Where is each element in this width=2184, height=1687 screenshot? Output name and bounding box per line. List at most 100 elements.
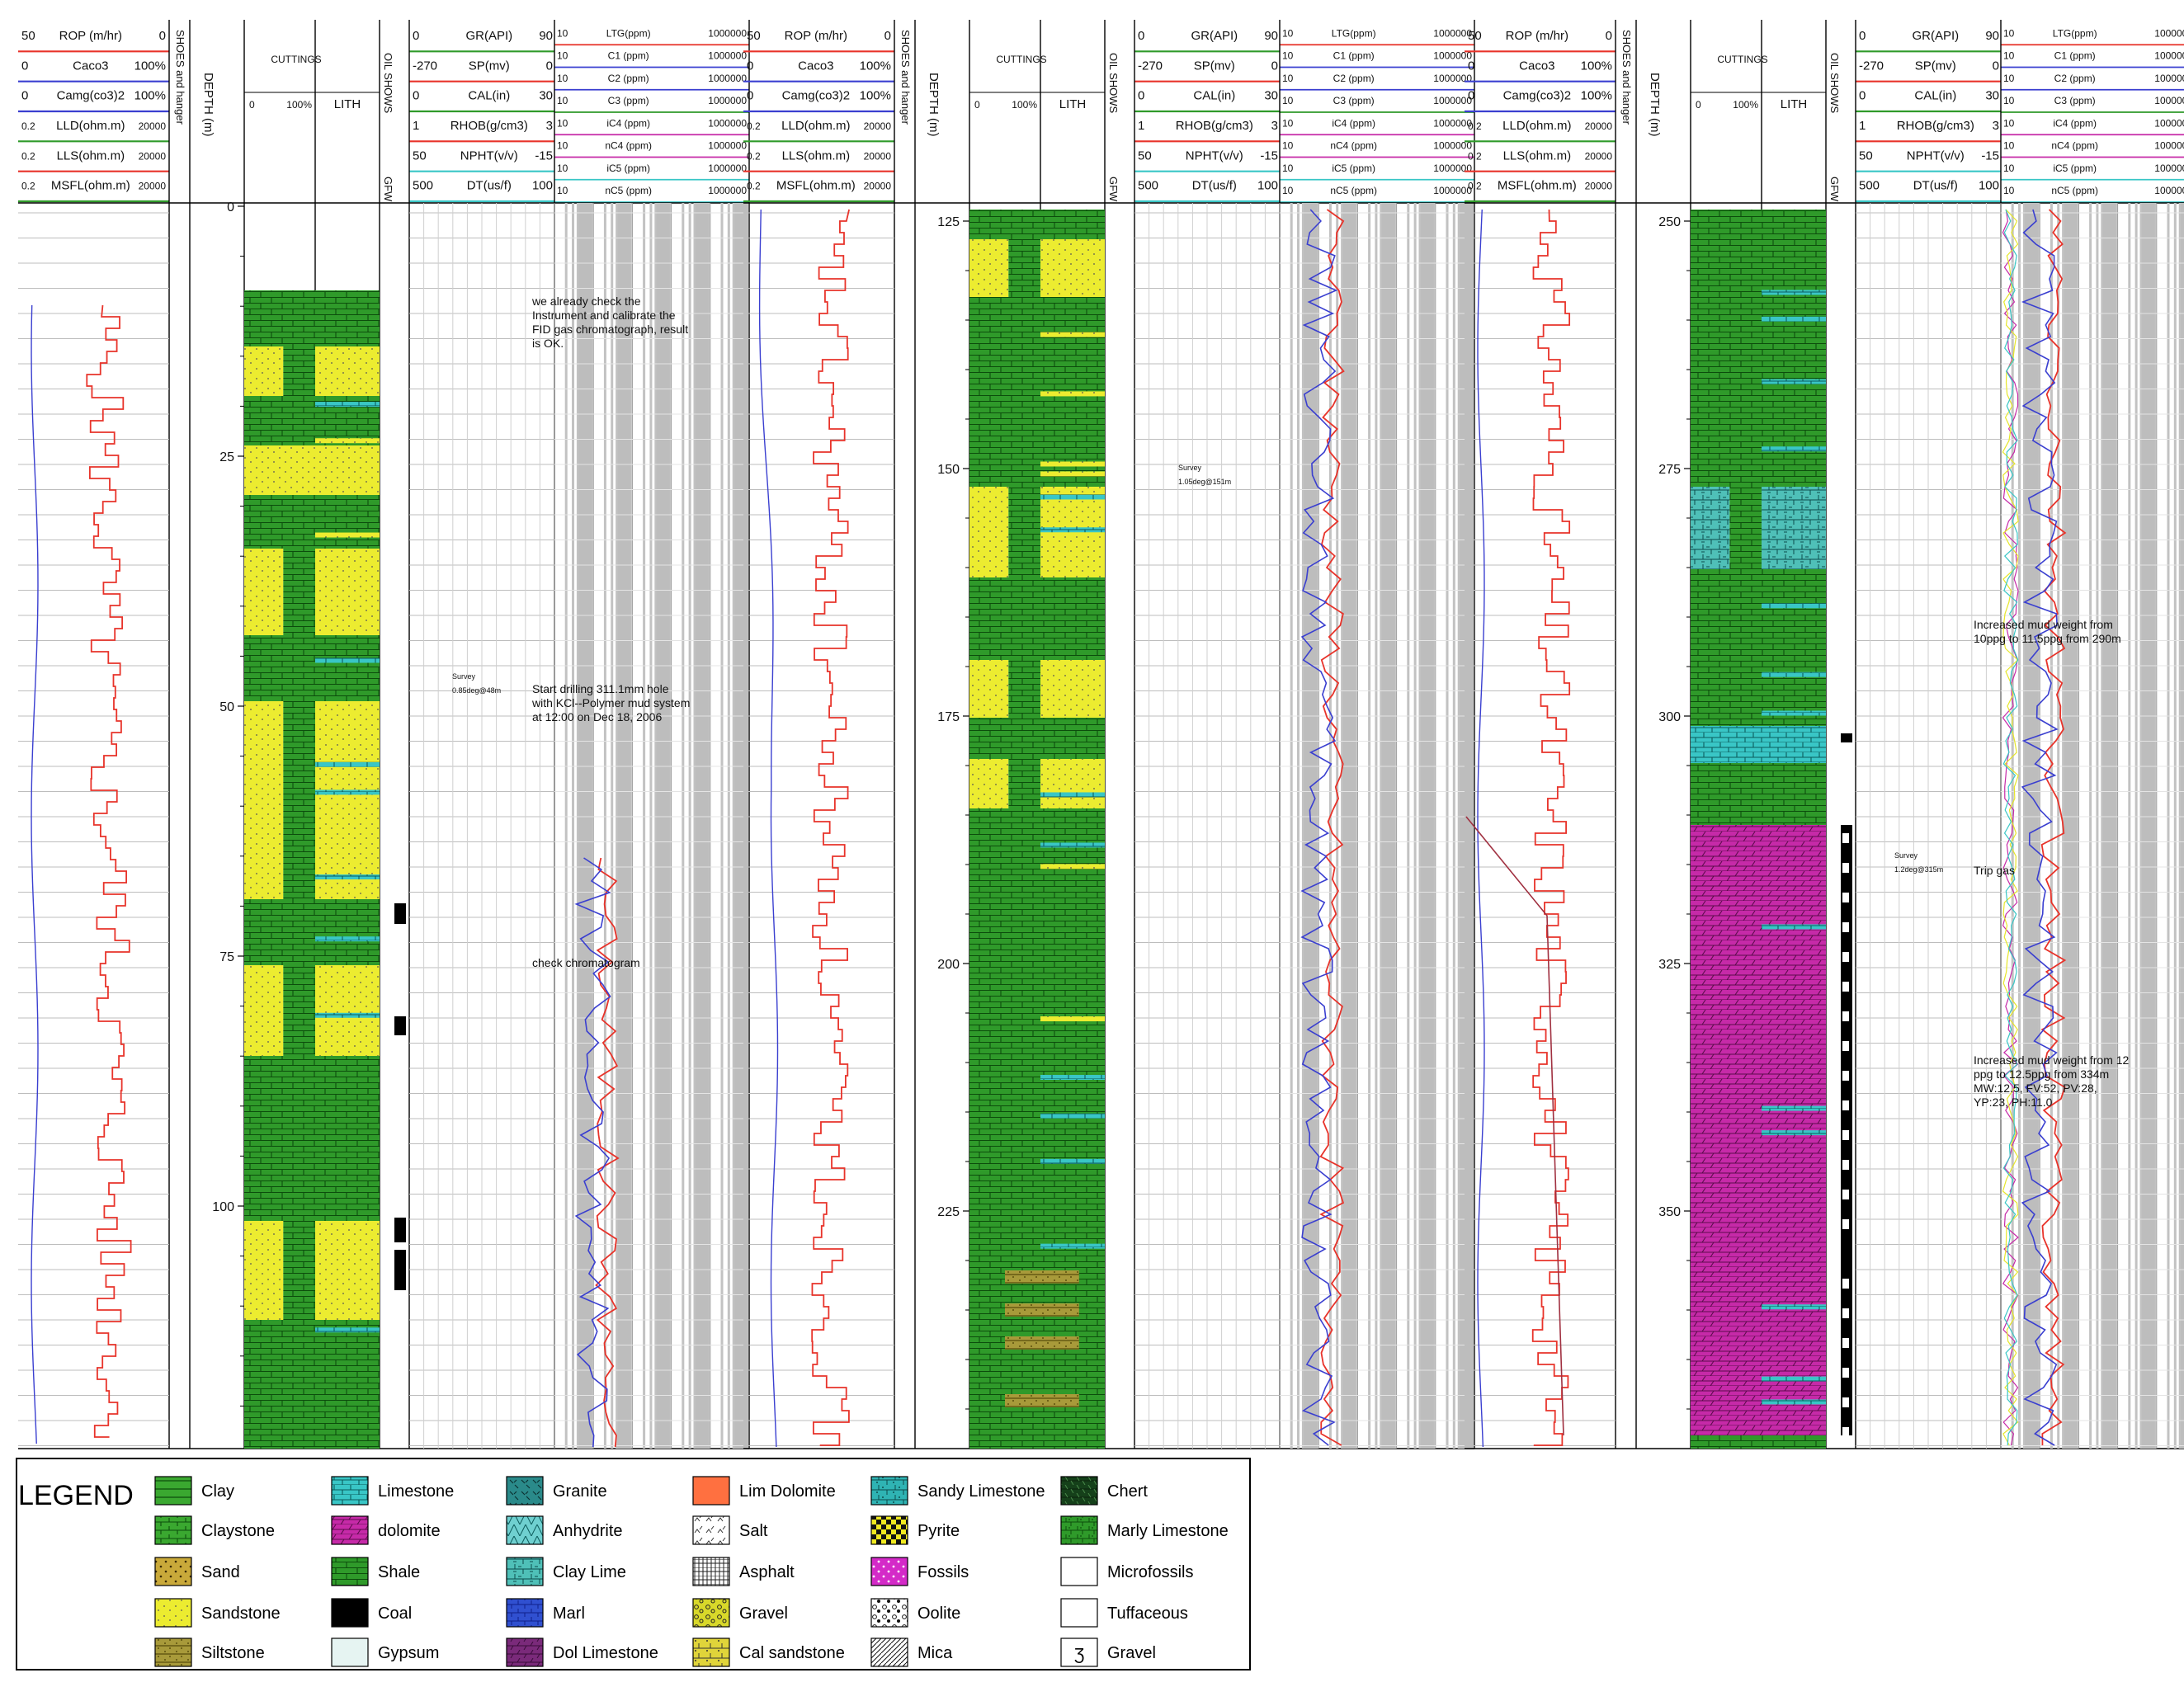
annotation-line: with KCl--Polymer mud system [531, 696, 690, 709]
legend-item: Coal [331, 1598, 412, 1628]
lith-stringer [1762, 379, 1826, 384]
curve-min: 0 [21, 59, 28, 73]
legend-swatch-shale [331, 1557, 369, 1586]
depth-label: 300 [1658, 710, 1681, 724]
log-min: 0 [413, 89, 419, 103]
c3-curve [2002, 209, 2019, 1446]
lith-sandstone [1040, 759, 1105, 808]
gas-max: 1000000 [2154, 50, 2184, 62]
legend-swatch-glyph: Ʒ [1074, 1646, 1084, 1664]
gas-max: 1000000 [1433, 163, 1472, 174]
legend-swatch-siltstone [154, 1638, 192, 1667]
lith-claylime [1762, 487, 1826, 569]
depth-tick: 300 [1658, 710, 1691, 915]
gas-grid-band [1460, 203, 1474, 1449]
gas-grid-band [1381, 203, 1395, 1449]
log-min: 500 [1859, 179, 1880, 193]
legend-swatch-asphalt [692, 1557, 730, 1586]
gas-grid-stripe [649, 203, 653, 1449]
gas-min: 10 [1282, 50, 1294, 62]
gfw-header: GFW [382, 177, 394, 202]
legend-label: Clay Lime [553, 1563, 626, 1581]
curve-max: 20000 [1585, 181, 1613, 192]
gas-grid-stripe [611, 203, 614, 1449]
lith-shale [315, 635, 380, 701]
log-min: 500 [413, 179, 433, 193]
gas-max: 1000000 [708, 163, 747, 174]
curve-min: 0.2 [21, 150, 35, 162]
depth-tick: 100 [212, 1200, 244, 1407]
gas-grid-stripe [727, 203, 730, 1449]
annotation-text: Trip gas [1974, 864, 2015, 877]
annotation-line: MW:12.5, FV:52, PV:28, [1974, 1081, 2097, 1095]
c1-curve [2021, 209, 2059, 1446]
depth-tick: 175 [937, 710, 969, 915]
lith-stringer [315, 532, 380, 538]
legend-swatch-blank [1060, 1557, 1098, 1586]
curve-max: 0 [159, 29, 166, 43]
legend-item: Gypsum [331, 1638, 439, 1667]
legend-item: Gravel [692, 1598, 788, 1628]
log-name: CAL(in) [1193, 89, 1235, 103]
legend-label: Clay [201, 1482, 234, 1501]
log-name: NPHT(v/v) [1907, 148, 1965, 163]
gas-name: nC4 (ppm) [1330, 140, 1377, 152]
legend-swatch-salt [692, 1515, 730, 1545]
log-name: DT(us/f) [1192, 179, 1237, 193]
log-name: DT(us/f) [467, 179, 512, 193]
oil-show-gap [1842, 893, 1849, 902]
curve-max: 100% [134, 59, 166, 73]
lith-siltstone [1005, 1303, 1079, 1317]
gas-min: 10 [1282, 117, 1294, 129]
curve-min: 0 [21, 89, 28, 103]
lith-stringer [315, 402, 380, 408]
legend-label: Gypsum [378, 1644, 439, 1662]
gas-min: 10 [557, 95, 568, 106]
curve-name: LLD(ohm.m) [56, 119, 125, 133]
legend-item: Asphalt [692, 1557, 795, 1586]
depth-tick: 225 [937, 1205, 969, 1410]
legend-swatch-sand [154, 1557, 192, 1586]
gas-grid-band [734, 203, 748, 1449]
lith-stringer [315, 356, 380, 361]
lithology-column [244, 290, 380, 1449]
log-name: RHOB(g/cm3) [1897, 119, 1974, 133]
gas-grid-stripe [1457, 203, 1460, 1449]
legend-item: Claystone [154, 1515, 275, 1545]
log-max: 100 [532, 179, 553, 193]
resistivity-rop-curves [1465, 209, 1571, 1448]
lith-shale [1762, 569, 1826, 726]
lith-stringer [1040, 471, 1105, 477]
curve-name: Camg(co3)2 [57, 89, 125, 103]
legend-label: Chert [1107, 1482, 1148, 1501]
cuttings-shale [283, 549, 315, 635]
gas-name: C1 (ppm) [2054, 50, 2096, 62]
lith-shale [1040, 718, 1105, 759]
depth-header: DEPTH (m) [1648, 73, 1662, 137]
gas-grid-stripe [2134, 203, 2138, 1449]
legend-item: Chert [1060, 1476, 1148, 1506]
legend-swatch-gravel2 [1060, 1638, 1098, 1667]
curve-min: 0.2 [1468, 150, 1482, 162]
log-max: 100 [1257, 179, 1278, 193]
oil-show-gap [1842, 952, 1849, 962]
lith-sandstone [1040, 660, 1105, 718]
depth-tick: 350 [1658, 1205, 1691, 1410]
gas-max: 1000000 [1433, 50, 1472, 62]
gas-name: C3 (ppm) [608, 95, 649, 106]
log-min: -270 [413, 59, 437, 73]
lith-stringer [315, 657, 380, 663]
cuttings-shale [244, 899, 315, 965]
gas-name: nC4 (ppm) [605, 140, 652, 152]
